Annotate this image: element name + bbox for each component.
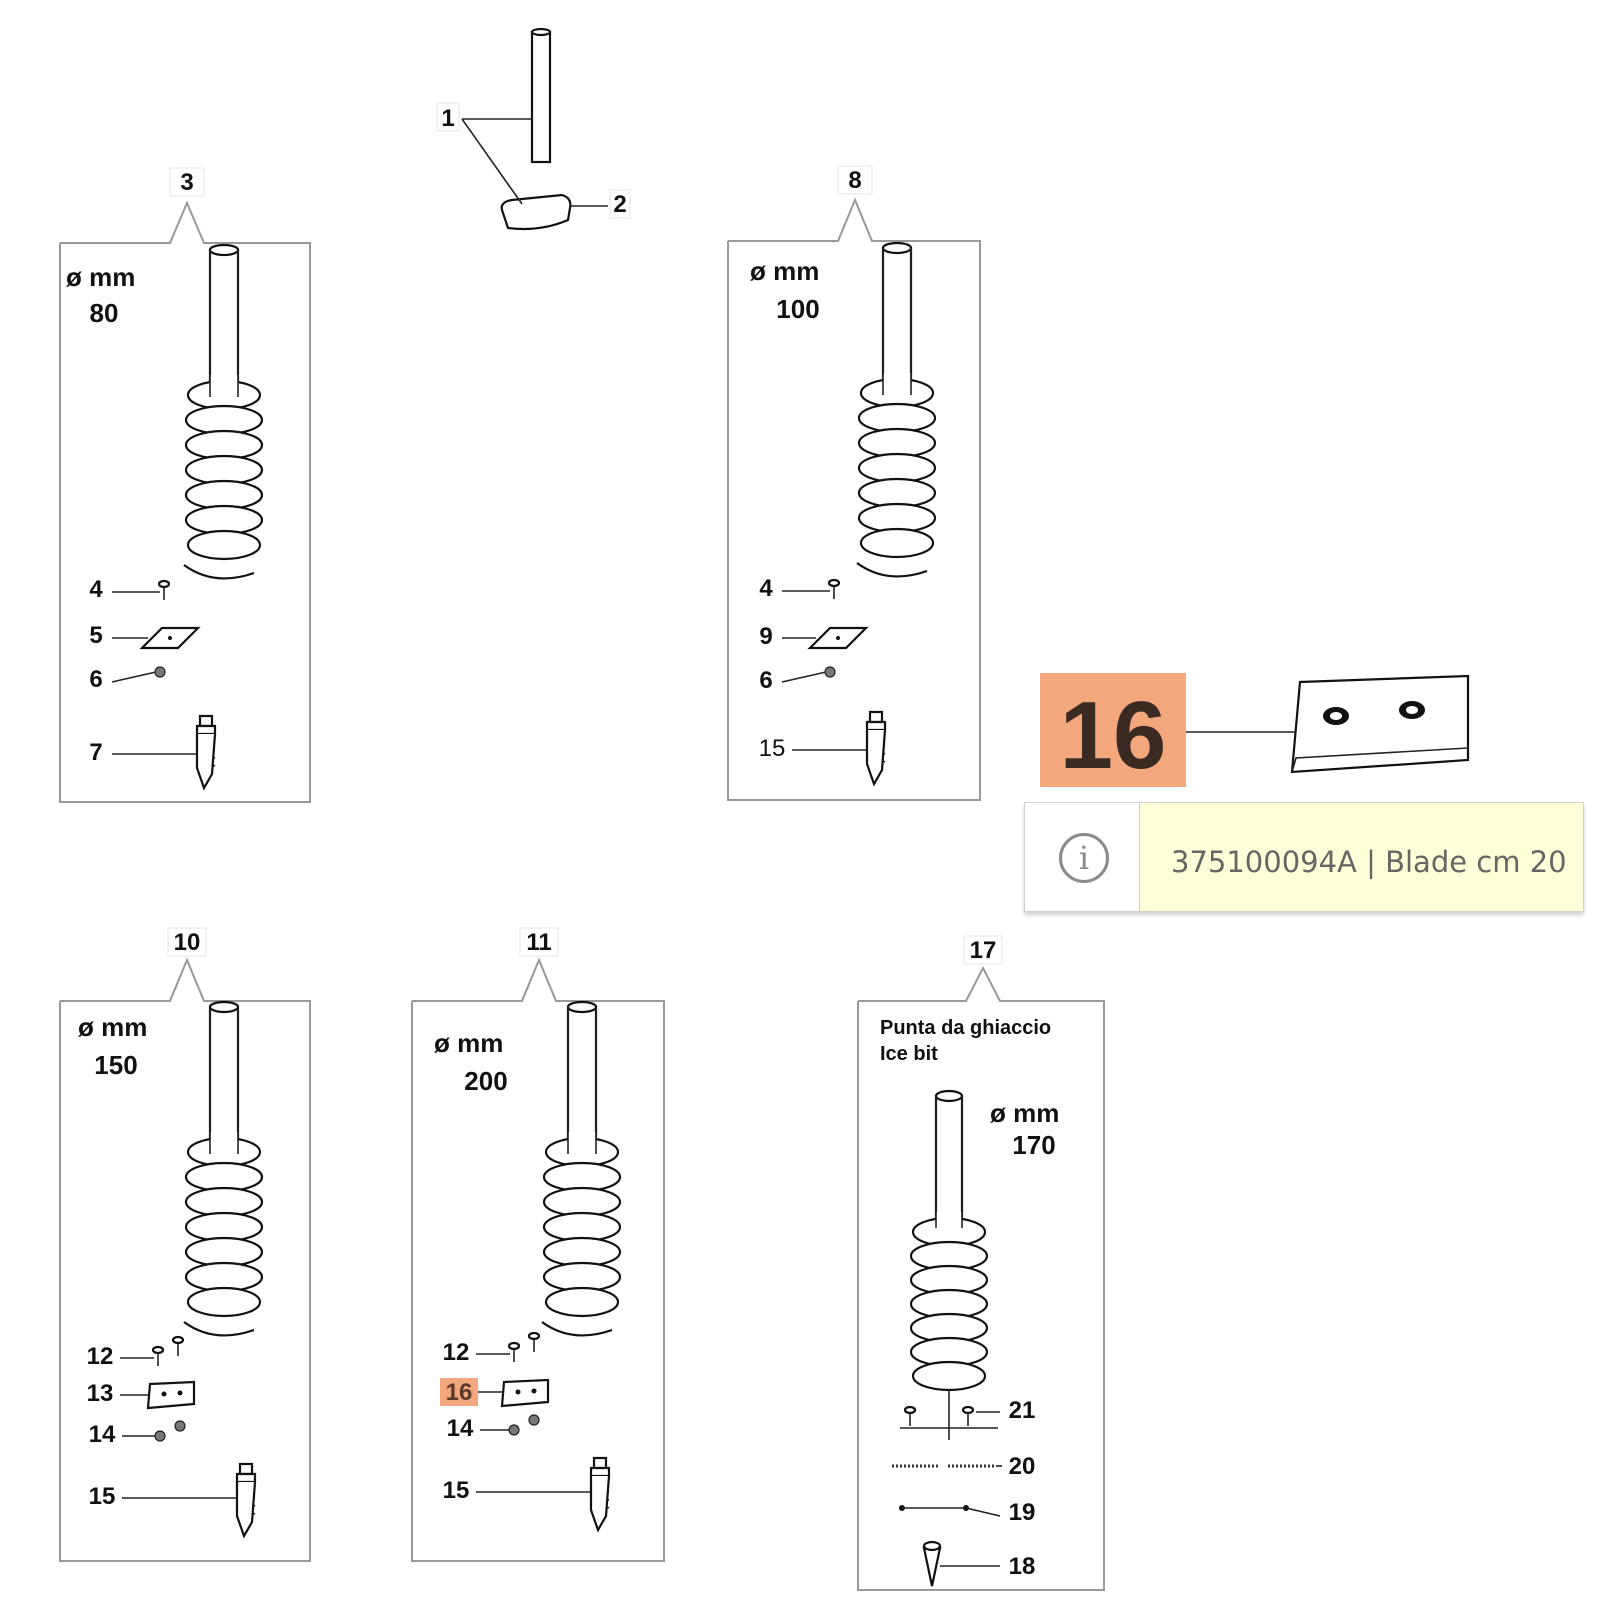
auger-200-part — [540, 1000, 622, 1337]
blade-16-small-part — [500, 1378, 550, 1408]
highlight-badge — [1040, 673, 1186, 787]
callout-21: 21 — [1009, 1397, 1036, 1424]
diameter-symbol: ø mm — [750, 256, 819, 286]
kit-11-auger-200: 11 ø mm 200 12 16 14 15 — [411, 927, 665, 1562]
point-part — [195, 714, 217, 790]
ice-auger-part — [900, 1089, 998, 1440]
callout-4: 4 — [759, 575, 773, 602]
callout-14: 14 — [89, 1421, 116, 1448]
kit-3-auger-80: 3 ø mm 80 4 5 6 7 — [59, 167, 311, 803]
callout-13: 13 — [87, 1380, 114, 1407]
ice-bit-title-it: Punta da ghiaccio — [880, 1017, 1051, 1039]
diameter-100: 100 — [776, 294, 819, 324]
callout-9: 9 — [759, 623, 772, 650]
diameter-170: 170 — [1012, 1130, 1055, 1160]
point-part — [589, 1456, 611, 1532]
diameter-80: 80 — [90, 298, 119, 328]
callout-14: 14 — [447, 1415, 474, 1442]
part-info-tooltip: i 375100094A | Blade cm 20 — [1024, 802, 1584, 912]
auger-150-part — [182, 1000, 264, 1337]
auger-100-part — [855, 241, 937, 578]
highlighted-part-16: 16 — [1040, 673, 1470, 789]
tooltip-icon-cell: i — [1025, 803, 1140, 911]
point-part — [235, 1462, 257, 1538]
callout-15: 15 — [443, 1477, 470, 1504]
callout-2: 2 — [613, 191, 626, 218]
callout-12: 12 — [87, 1343, 114, 1370]
tooltip-text: 375100094A | Blade cm 20 — [1171, 845, 1567, 879]
callout-16[interactable]: 16 — [446, 1379, 473, 1406]
callout-12: 12 — [443, 1339, 470, 1366]
callout-3: 3 — [180, 169, 193, 196]
callout-17: 17 — [970, 937, 997, 964]
callout-15: 15 — [89, 1483, 116, 1510]
callout-20: 20 — [1009, 1453, 1036, 1480]
info-icon: i — [1059, 833, 1109, 883]
callout-1: 1 — [441, 105, 454, 132]
callout-6: 6 — [759, 667, 772, 694]
callout-10: 10 — [174, 929, 201, 956]
callout-18: 18 — [1009, 1553, 1036, 1580]
diameter-200: 200 — [464, 1066, 507, 1096]
callout-4: 4 — [89, 576, 103, 603]
callout-19: 19 — [1009, 1499, 1036, 1526]
callout-5: 5 — [89, 622, 102, 649]
kit-10-auger-150: 10 ø mm 150 12 13 14 15 — [59, 927, 311, 1562]
highlight-number: 16 — [1060, 682, 1167, 789]
diameter-symbol: ø mm — [78, 1012, 147, 1042]
callout-11: 11 — [526, 929, 551, 956]
blade-13-part — [146, 1380, 196, 1410]
shaft-pin-part — [500, 193, 572, 231]
drive-shaft-part — [530, 30, 552, 164]
kit-17-ice-bit-170: 17 Punta da ghiaccio Ice bit ø mm 170 21… — [857, 935, 1105, 1591]
drive-shaft-group: 1 2 — [436, 27, 631, 231]
auger-80-part — [182, 243, 264, 580]
callout-6: 6 — [89, 666, 102, 693]
ice-point-part — [922, 1546, 942, 1587]
diameter-symbol: ø mm — [990, 1098, 1059, 1128]
diameter-symbol: ø mm — [66, 262, 135, 292]
callout-7: 7 — [89, 739, 102, 766]
callout-15: 15 — [759, 735, 786, 762]
point-part — [865, 710, 887, 786]
ice-bit-title-en: Ice bit — [880, 1043, 938, 1065]
diameter-symbol: ø mm — [434, 1028, 503, 1058]
kit-8-auger-100: 8 ø mm 100 4 9 6 15 — [727, 165, 981, 801]
diameter-150: 150 — [94, 1050, 137, 1080]
blade-16-part — [1290, 674, 1470, 774]
callout-8: 8 — [848, 167, 861, 194]
